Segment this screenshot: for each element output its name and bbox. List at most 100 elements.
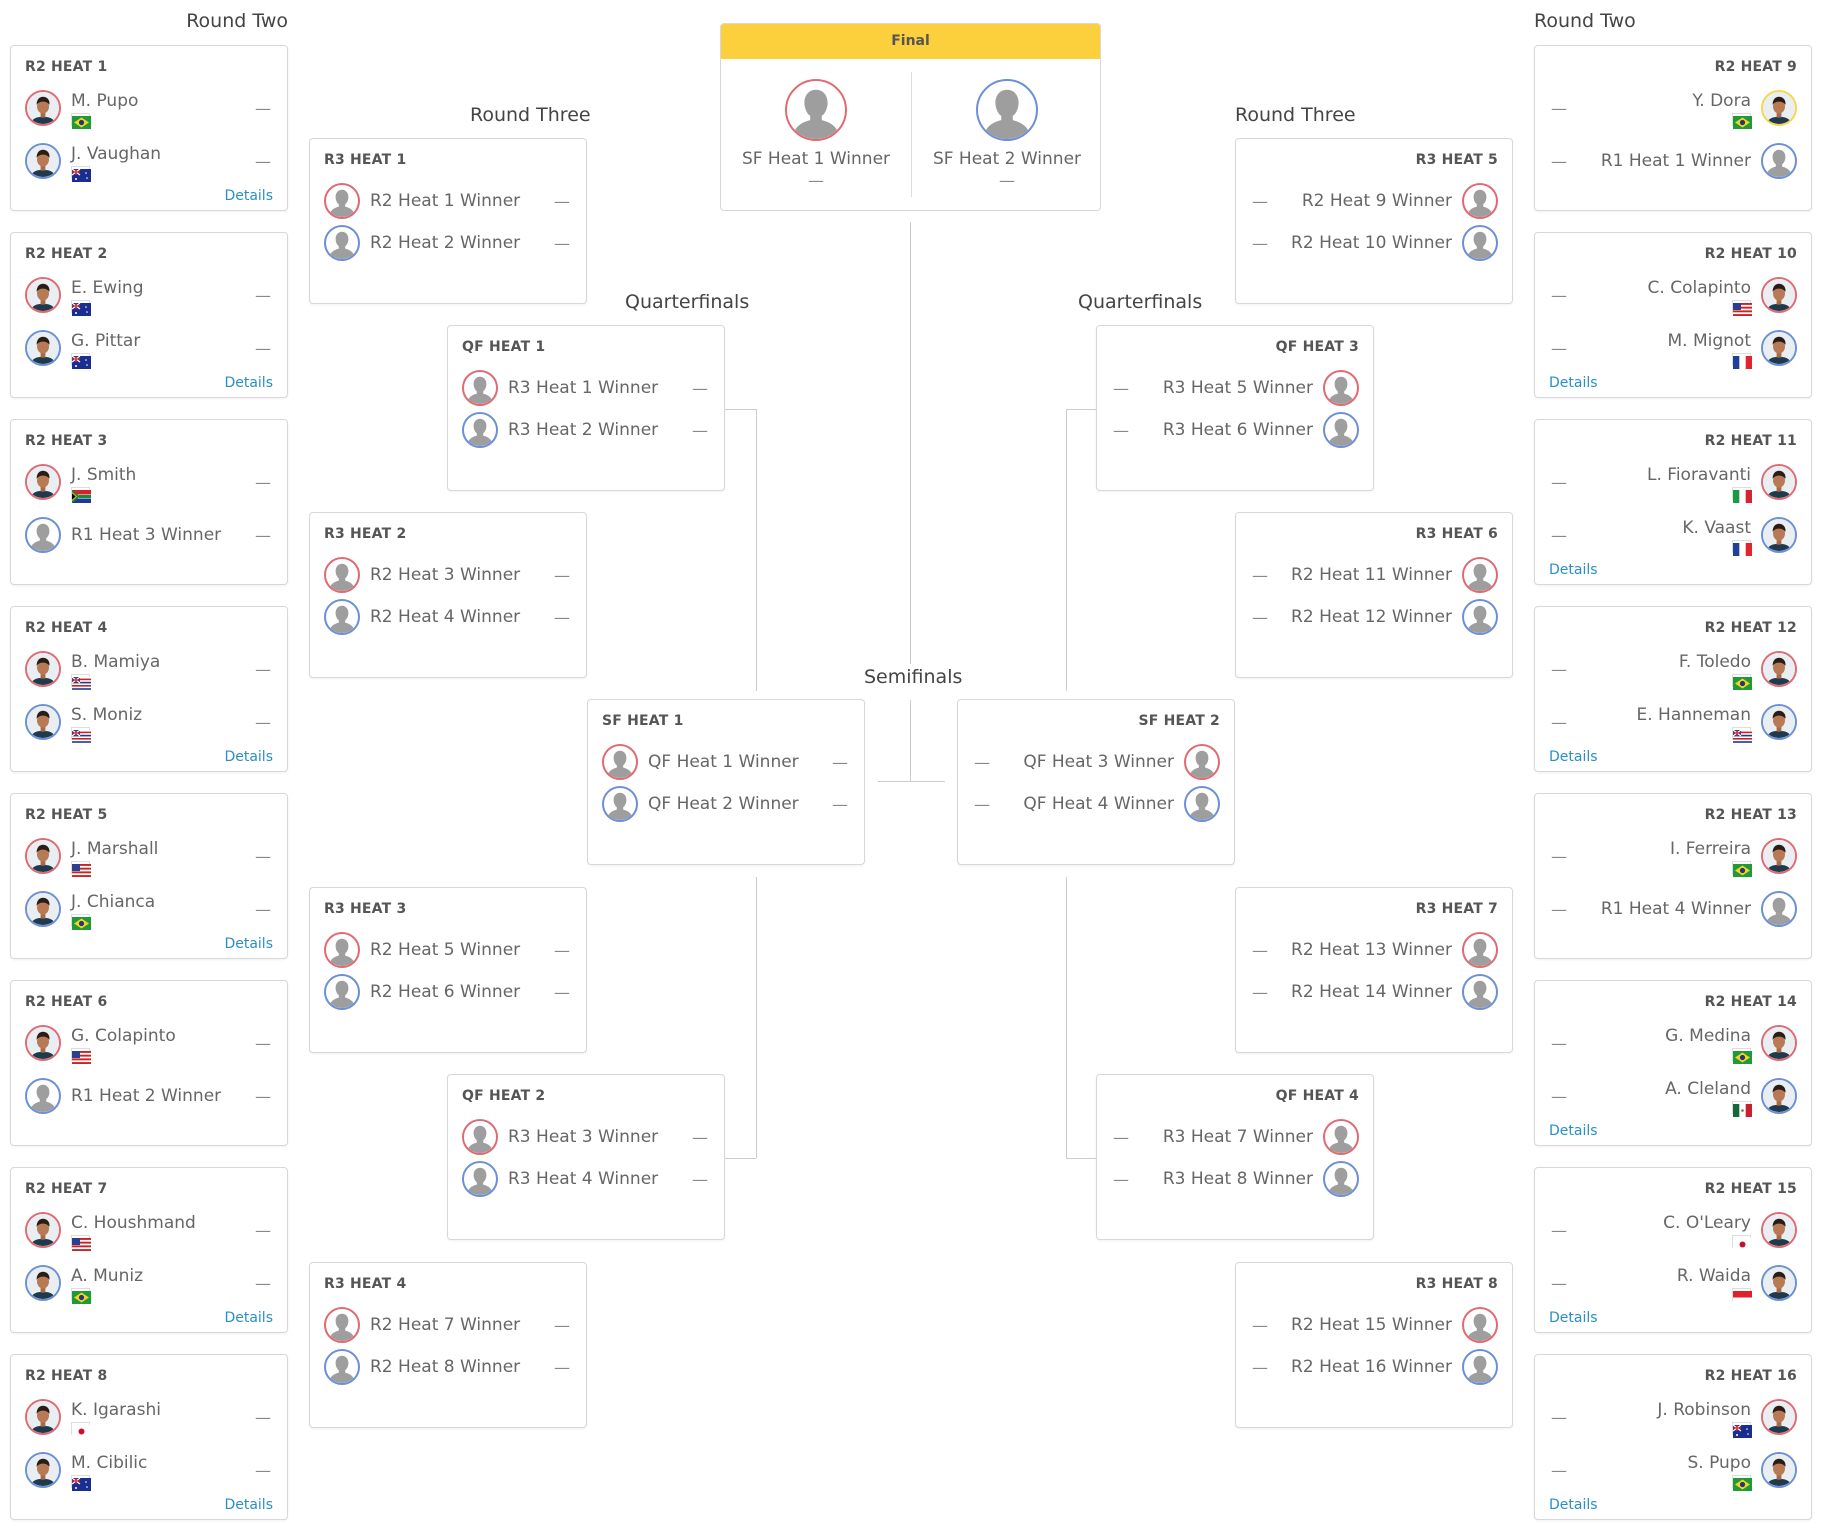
competitor-row[interactable]: E. Hanneman— — [1549, 702, 1797, 743]
competitor-row[interactable]: QF Heat 3 Winner— — [972, 742, 1220, 782]
details-link[interactable]: Details — [1549, 1310, 1598, 1326]
competitor-row[interactable]: M. Cibilic— — [25, 1450, 273, 1491]
final-card[interactable]: Final SF Heat 1 Winner — SF Heat 2 Winne… — [720, 23, 1101, 211]
competitor-row[interactable]: R. Waida— — [1549, 1263, 1797, 1304]
competitor-row[interactable]: R3 Heat 8 Winner— — [1111, 1159, 1359, 1199]
competitor-row[interactable]: R3 Heat 3 Winner— — [462, 1117, 710, 1157]
competitor-row[interactable]: R2 Heat 9 Winner— — [1250, 181, 1498, 221]
competitor-row[interactable]: B. Mamiya— — [25, 649, 273, 690]
details-link[interactable]: Details — [224, 936, 273, 952]
competitor-row[interactable]: R1 Heat 2 Winner— — [25, 1076, 273, 1116]
competitor-row[interactable]: R2 Heat 2 Winner— — [324, 223, 572, 263]
competitor-row[interactable]: Y. Dora— — [1549, 88, 1797, 129]
competitor-row[interactable]: R2 Heat 10 Winner— — [1250, 223, 1498, 263]
competitor-row[interactable]: R2 Heat 14 Winner— — [1250, 972, 1498, 1012]
final-competitor-2[interactable]: SF Heat 2 Winner — — [912, 59, 1100, 209]
competitor-row[interactable]: J. Marshall— — [25, 836, 273, 877]
competitor-row[interactable]: J. Robinson— — [1549, 1397, 1797, 1438]
competitor-row[interactable]: QF Heat 2 Winner— — [602, 784, 850, 824]
competitor-row[interactable]: R2 Heat 4 Winner— — [324, 597, 572, 637]
details-link[interactable]: Details — [224, 188, 273, 204]
competitor-row[interactable]: R2 Heat 15 Winner— — [1250, 1305, 1498, 1345]
competitor-row[interactable]: R2 Heat 16 Winner— — [1250, 1347, 1498, 1387]
competitor-row[interactable]: F. Toledo— — [1549, 649, 1797, 690]
details-link[interactable]: Details — [224, 1310, 273, 1326]
details-link[interactable]: Details — [1549, 562, 1598, 578]
competitor-row[interactable]: R2 Heat 1 Winner— — [324, 181, 572, 221]
competitor-row[interactable]: C. Houshmand— — [25, 1210, 273, 1251]
competitor-row[interactable]: R2 Heat 3 Winner— — [324, 555, 572, 595]
competitor-row[interactable]: G. Colapinto— — [25, 1023, 273, 1064]
competitor-row[interactable]: R2 Heat 5 Winner— — [324, 930, 572, 970]
competitor-row[interactable]: QF Heat 4 Winner— — [972, 784, 1220, 824]
competitor-row[interactable]: R2 Heat 11 Winner— — [1250, 555, 1498, 595]
competitor-row[interactable]: S. Moniz— — [25, 702, 273, 743]
competitor-row[interactable]: J. Chianca— — [25, 889, 273, 930]
competitor-row[interactable]: G. Medina— — [1549, 1023, 1797, 1064]
competitor-row[interactable]: K. Vaast— — [1549, 515, 1797, 556]
competitor-row[interactable]: R3 Heat 2 Winner— — [462, 410, 710, 450]
competitor-row[interactable]: R1 Heat 1 Winner— — [1549, 141, 1797, 181]
details-link[interactable]: Details — [224, 749, 273, 765]
details-link[interactable]: Details — [1549, 749, 1598, 765]
competitor-row[interactable]: C. Colapinto— — [1549, 275, 1797, 316]
competitor-row[interactable]: L. Fioravanti— — [1549, 462, 1797, 503]
competitor-row[interactable]: R3 Heat 7 Winner— — [1111, 1117, 1359, 1157]
competitor-row[interactable]: R3 Heat 5 Winner— — [1111, 368, 1359, 408]
competitor-row[interactable]: E. Ewing— — [25, 275, 273, 316]
details-link[interactable]: Details — [1549, 1123, 1598, 1139]
details-link[interactable]: Details — [1549, 1497, 1598, 1513]
competitor-row[interactable]: M. Mignot— — [1549, 328, 1797, 369]
competitor-row[interactable]: R2 Heat 12 Winner— — [1250, 597, 1498, 637]
competitor-row[interactable]: A. Cleland— — [1549, 1076, 1797, 1117]
final-competitor-1[interactable]: SF Heat 1 Winner — — [721, 59, 911, 209]
competitor-row[interactable]: R2 Heat 8 Winner— — [324, 1347, 572, 1387]
competitor-row[interactable]: R2 Heat 7 Winner— — [324, 1305, 572, 1345]
competitor-row[interactable]: M. Pupo— — [25, 88, 273, 129]
competitor-row[interactable]: R2 Heat 6 Winner— — [324, 972, 572, 1012]
details-link[interactable]: Details — [224, 375, 273, 391]
competitor-row[interactable]: R3 Heat 4 Winner— — [462, 1159, 710, 1199]
competitor-row[interactable]: J. Vaughan— — [25, 141, 273, 182]
competitor-row[interactable]: I. Ferreira— — [1549, 836, 1797, 877]
competitor-row[interactable]: QF Heat 1 Winner— — [602, 742, 850, 782]
competitor-row[interactable]: K. Igarashi— — [25, 1397, 273, 1438]
competitor-row[interactable]: R1 Heat 3 Winner— — [25, 515, 273, 555]
details-link[interactable]: Details — [224, 1497, 273, 1513]
competitor-row[interactable]: J. Smith— — [25, 462, 273, 503]
competitor-row[interactable]: C. O'Leary— — [1549, 1210, 1797, 1251]
competitor-row[interactable]: S. Pupo— — [1549, 1450, 1797, 1491]
competitor-row[interactable]: A. Muniz— — [25, 1263, 273, 1304]
details-link[interactable]: Details — [1549, 375, 1598, 391]
competitor-row[interactable]: R3 Heat 6 Winner— — [1111, 410, 1359, 450]
